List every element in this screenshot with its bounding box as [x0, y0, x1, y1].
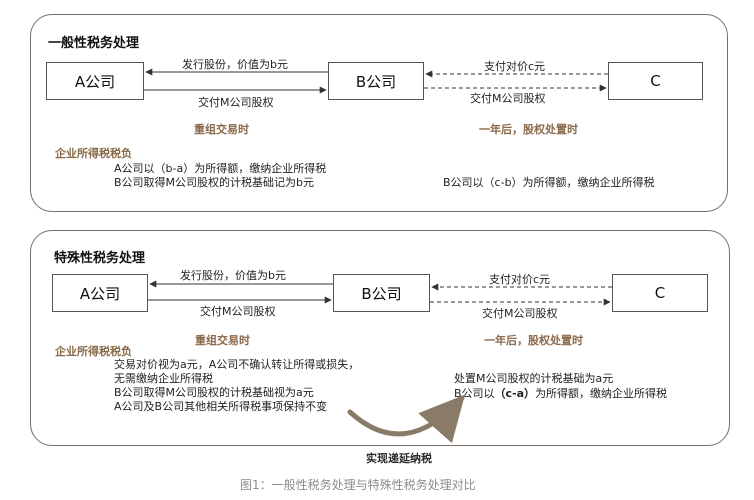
deferral-curve-arrow — [347, 394, 465, 444]
bottom-company-a-box: A公司 — [52, 274, 148, 312]
top-phase-left: 重组交易时 — [194, 123, 249, 136]
figure-caption: 图1：一般性税务处理与特殊性税务处理对比 — [240, 478, 476, 492]
top-right-line-1: B公司以（c-b）为所得额，缴纳企业所得税 — [443, 176, 655, 189]
special-tax-title: 特殊性税务处理 — [54, 251, 146, 266]
deferral-label: 实现递延纳税 — [366, 452, 432, 465]
top-phase-right: 一年后，股权处置时 — [479, 123, 578, 136]
top-left-line-1: A公司以（b-a）为所得额，缴纳企业所得税 — [114, 162, 327, 175]
top-arrow-ab-label: 交付M公司股权 — [198, 96, 274, 109]
bottom-left-line-1: 交易对价视为a元，A公司不确认转让所得或损失， — [114, 358, 360, 371]
general-tax-panel — [30, 14, 728, 212]
top-company-b-box: B公司 — [328, 62, 424, 100]
top-company-a-box: A公司 — [46, 62, 144, 100]
bottom-arrow-ba-label: 发行股份，价值为b元 — [180, 269, 286, 282]
bottom-right-line-1: 处置M公司股权的计税基础为a元 — [454, 372, 614, 385]
bottom-phase-left: 重组交易时 — [195, 334, 250, 347]
top-left-line-2: B公司取得M公司股权的计税基础记为b元 — [114, 176, 315, 189]
special-tax-panel — [30, 230, 730, 446]
bottom-company-b-box: B公司 — [333, 274, 430, 312]
top-arrow-ba-label: 发行股份，价值为b元 — [182, 58, 288, 71]
bottom-arrow-cb-label: 支付对价c元 — [489, 273, 551, 286]
bottom-arrow-ab-label: 交付M公司股权 — [200, 305, 276, 318]
bottom-arrow-bc-label: 交付M公司股权 — [482, 307, 558, 320]
general-tax-title: 一般性税务处理 — [48, 36, 140, 51]
bottom-company-c-box: C — [612, 274, 708, 312]
bottom-left-line-4: A公司及B公司其他相关所得税事项保持不变 — [114, 400, 328, 413]
top-company-c-box: C — [608, 62, 703, 100]
bottom-phase-right: 一年后，股权处置时 — [484, 334, 583, 347]
top-tax-heading: 企业所得税税负 — [55, 147, 132, 160]
top-arrow-cb-label: 支付对价c元 — [484, 60, 546, 73]
bottom-tax-heading: 企业所得税税负 — [55, 345, 132, 358]
top-arrow-bc-label: 交付M公司股权 — [470, 92, 546, 105]
bottom-left-line-2: 无需缴纳企业所得税 — [114, 372, 213, 385]
bottom-left-line-3: B公司取得M公司股权的计税基础视为a元 — [114, 386, 314, 399]
